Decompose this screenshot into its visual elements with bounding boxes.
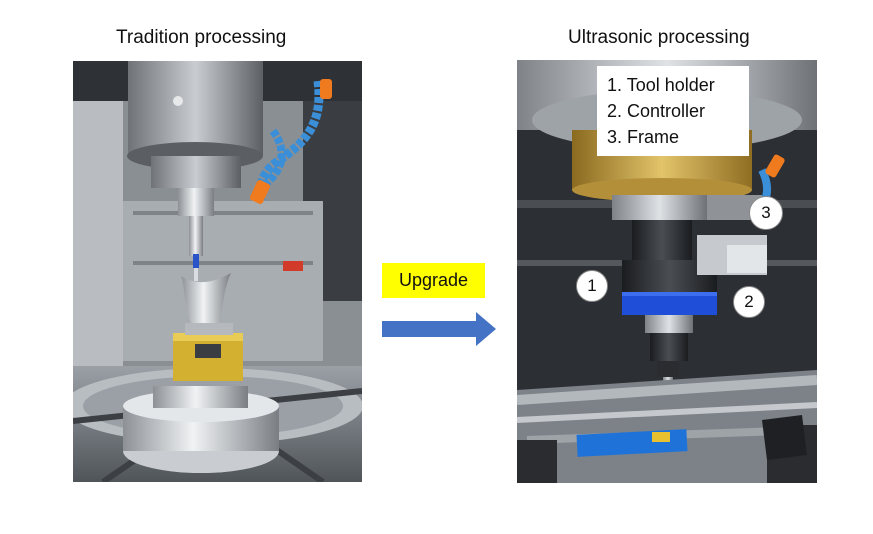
- marker-tool-holder: 1: [576, 270, 608, 302]
- right-arrow-icon: [382, 312, 497, 351]
- component-legend: 1. Tool holder 2. Controller 3. Frame: [597, 66, 749, 156]
- legend-item-frame: 3. Frame: [607, 127, 680, 147]
- traditional-machining-photo: [73, 61, 362, 482]
- legend-item-tool-holder: 1. Tool holder: [607, 75, 715, 95]
- right-caption: Ultrasonic processing: [568, 27, 750, 48]
- legend-item-controller: 2. Controller: [607, 101, 706, 121]
- left-caption: Tradition processing: [116, 27, 287, 48]
- marker-controller: 2: [733, 286, 765, 318]
- upgrade-label: Upgrade: [382, 263, 485, 298]
- marker-frame: 3: [749, 196, 783, 230]
